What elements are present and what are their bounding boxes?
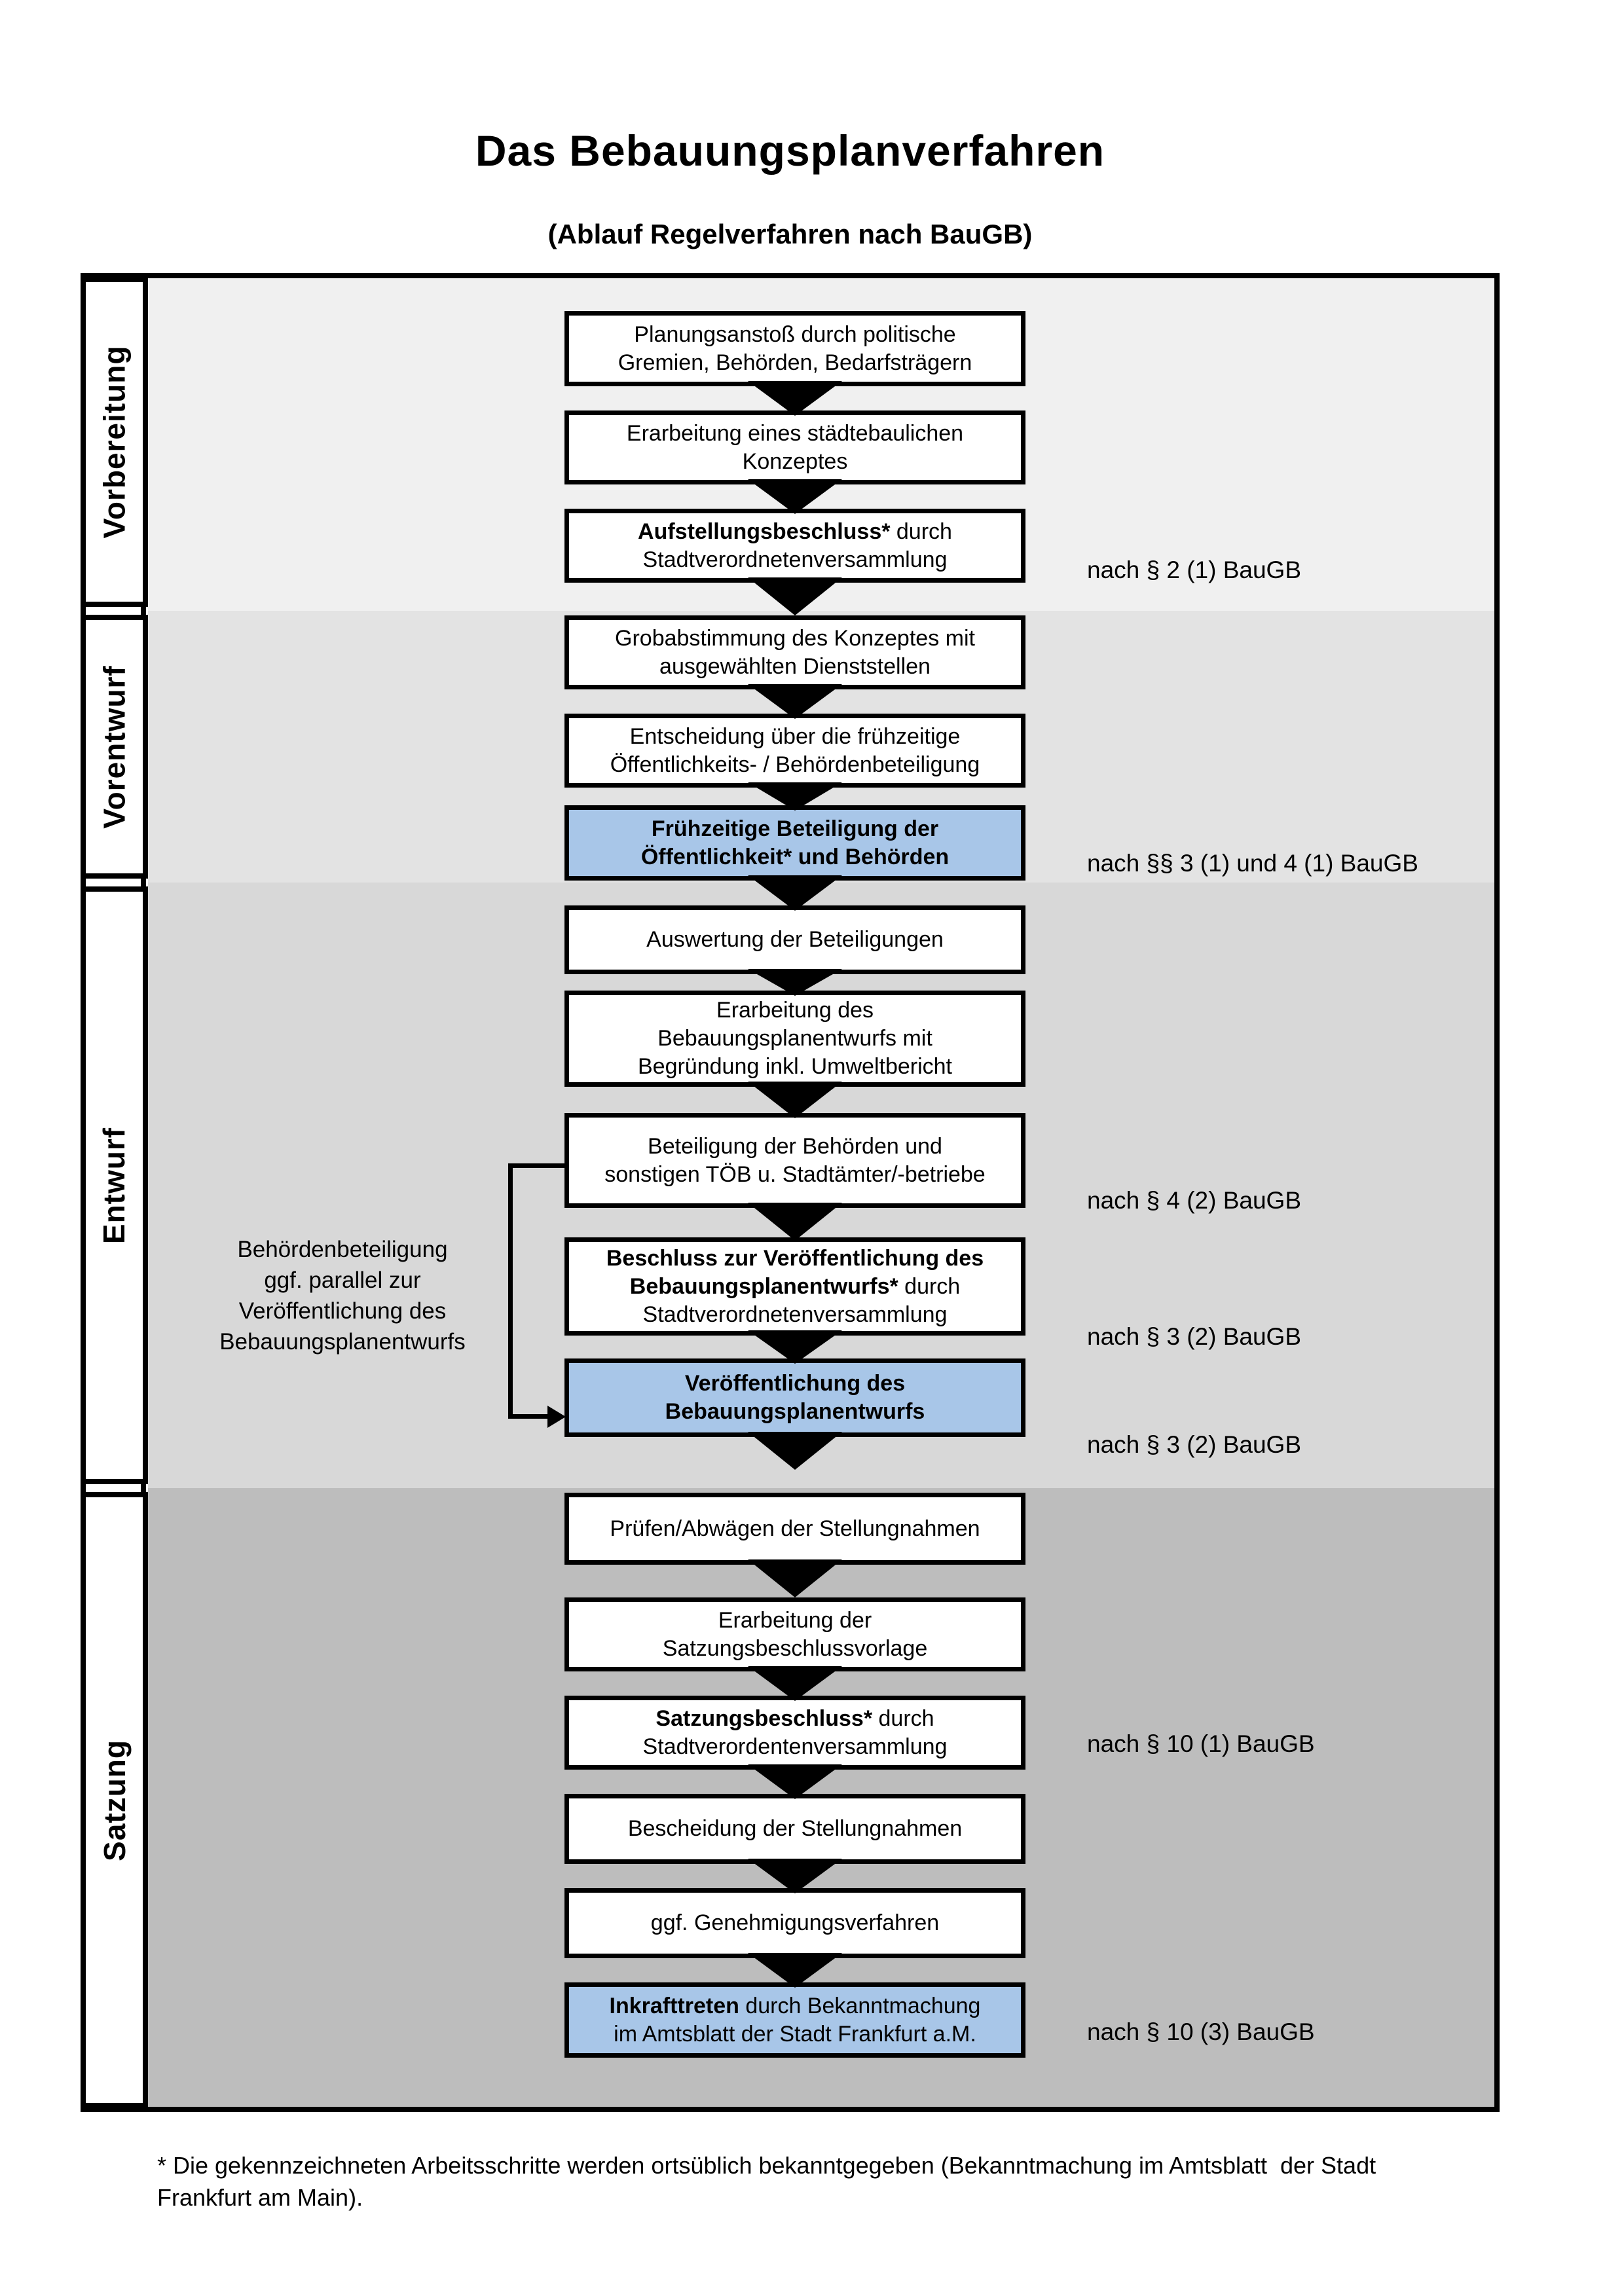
down-arrow-icon bbox=[748, 1082, 842, 1118]
law-ref-7: nach § 10 (3) BauGB bbox=[1087, 2018, 1315, 2045]
box-line: im Amtsblatt der Stadt Frankfurt a.M. bbox=[614, 2021, 976, 2047]
box-line: Frühzeitige Beteiligung der bbox=[651, 816, 939, 841]
flow-box-auswertung-beteiligungen: Auswertung der Beteiligungen bbox=[564, 905, 1025, 974]
box-line: Bebauungsplanentwurfs mit bbox=[657, 1026, 932, 1051]
down-arrow-icon bbox=[748, 577, 842, 615]
box-line: Bebauungsplanentwurfs bbox=[665, 1399, 925, 1424]
box-line: Gremien, Behörden, Bedarfsträgern bbox=[618, 350, 972, 375]
box-line: Entscheidung über die frühzeitige bbox=[629, 723, 961, 749]
flow-box-genehmigungsverfahren: ggf. Genehmigungsverfahren bbox=[564, 1888, 1025, 1958]
flow-box-bescheidung-stellungnahmen: Bescheidung der Stellungnahmen bbox=[564, 1794, 1025, 1864]
box-line: ggf. Genehmigungsverfahren bbox=[650, 1910, 940, 1935]
box-line: Stadtverordnetenversammlung bbox=[642, 547, 948, 572]
down-arrow-icon bbox=[748, 1432, 842, 1470]
flow-box-pruefen-abwaegen: Prüfen/Abwägen der Stellungnahmen bbox=[564, 1493, 1025, 1565]
page-title: Das Bebauungsplanverfahren bbox=[475, 126, 1105, 175]
box-line: Öffentlichkeit* und Behörden bbox=[640, 844, 950, 869]
box-line: sonstigen TÖB u. Stadtämter/-betriebe bbox=[604, 1161, 986, 1187]
phase-label-entwurf: Entwurf bbox=[97, 1127, 132, 1244]
connector-arrowhead-icon bbox=[547, 1405, 566, 1428]
down-arrow-icon bbox=[748, 381, 842, 416]
box-line: Beteiligung der Behörden und bbox=[648, 1133, 942, 1159]
phase-label-satzung: Satzung bbox=[97, 1739, 132, 1861]
down-arrow-icon bbox=[748, 1559, 842, 1597]
footnote: * Die gekennzeichneten Arbeitsschritte w… bbox=[157, 2152, 1376, 2211]
box-line: Erarbeitung des bbox=[716, 998, 874, 1023]
law-ref-4: nach § 3 (2) BauGB bbox=[1087, 1323, 1302, 1350]
phase-label-cell-vorbereitung: Vorbereitung bbox=[81, 277, 148, 607]
phase-label-cell-entwurf: Entwurf bbox=[81, 886, 148, 1484]
down-arrow-icon bbox=[748, 782, 842, 811]
box-line: Stadtverordentenversammlung bbox=[642, 1734, 948, 1759]
flow-box-inkrafttreten: Inkrafttreten durch Bekanntmachung im Amt… bbox=[564, 1982, 1025, 2058]
box-line: Bescheidung der Stellungnahmen bbox=[627, 1816, 963, 1841]
box-line: Aufstellungsbeschluss* durch bbox=[638, 519, 952, 544]
box-line: Satzungsbeschluss* durch bbox=[655, 1705, 934, 1731]
box-line: Planungsanstoß durch politische bbox=[634, 321, 956, 347]
box-line: Begründung inkl. Umweltbericht bbox=[637, 1054, 953, 1079]
box-line: Prüfen/Abwägen der Stellungnahmen bbox=[610, 1516, 980, 1541]
box-line: Öffentlichkeits- / Behördenbeteiligung bbox=[610, 752, 980, 777]
box-line: Inkrafttreten durch Bekanntmachung bbox=[609, 1993, 981, 2018]
box-line: Erarbeitung eines städtebaulichen bbox=[626, 420, 964, 446]
side-note: Behördenbeteiligung ggf. parallel zur Ve… bbox=[219, 1237, 466, 1355]
connector-bottom-line bbox=[508, 1414, 550, 1419]
law-ref-3: nach § 4 (2) BauGB bbox=[1087, 1187, 1302, 1214]
down-arrow-icon bbox=[748, 1203, 842, 1241]
law-ref-2: nach §§ 3 (1) und 4 (1) BauGB bbox=[1087, 850, 1418, 877]
down-arrow-icon bbox=[748, 684, 842, 719]
law-ref-5: nach § 3 (2) BauGB bbox=[1087, 1431, 1302, 1458]
box-line: Bebauungsplanentwurfs* durch bbox=[629, 1273, 961, 1299]
box-line: Auswertung der Beteiligungen bbox=[646, 927, 944, 952]
page-subtitle: (Ablauf Regelverfahren nach BauGB) bbox=[547, 219, 1033, 249]
down-arrow-icon bbox=[748, 1666, 842, 1701]
law-ref-1: nach § 2 (1) BauGB bbox=[1087, 556, 1302, 583]
down-arrow-icon bbox=[748, 969, 842, 996]
box-line: Konzeptes bbox=[742, 448, 848, 474]
down-arrow-icon bbox=[748, 1764, 842, 1799]
phase-label-vorentwurf: Vorentwurf bbox=[97, 665, 132, 829]
down-arrow-icon bbox=[748, 1859, 842, 1893]
law-ref-6: nach § 10 (1) BauGB bbox=[1087, 1730, 1315, 1757]
box-line: Satzungsbeschlussvorlage bbox=[662, 1635, 928, 1661]
box-line: Erarbeitung der bbox=[718, 1607, 872, 1633]
phase-label-cell-satzung: Satzung bbox=[81, 1492, 148, 2108]
phase-label-vorbereitung: Vorbereitung bbox=[97, 345, 132, 539]
down-arrow-icon bbox=[748, 1953, 842, 1988]
box-line: ausgewählten Dienststellen bbox=[659, 653, 931, 679]
down-arrow-icon bbox=[748, 479, 842, 514]
box-line: Stadtverordnetenversammlung bbox=[642, 1302, 948, 1327]
down-arrow-icon bbox=[748, 875, 842, 911]
box-line: Beschluss zur Veröffentlichung des bbox=[606, 1245, 984, 1271]
box-line: Grobabstimmung des Konzeptes mit bbox=[615, 625, 975, 651]
connector-top-line bbox=[508, 1163, 564, 1168]
phase-label-cell-vorentwurf: Vorentwurf bbox=[81, 615, 148, 879]
box-line: Veröffentlichung des bbox=[684, 1371, 906, 1396]
down-arrow-icon bbox=[748, 1330, 842, 1364]
connector-vline bbox=[508, 1163, 513, 1419]
